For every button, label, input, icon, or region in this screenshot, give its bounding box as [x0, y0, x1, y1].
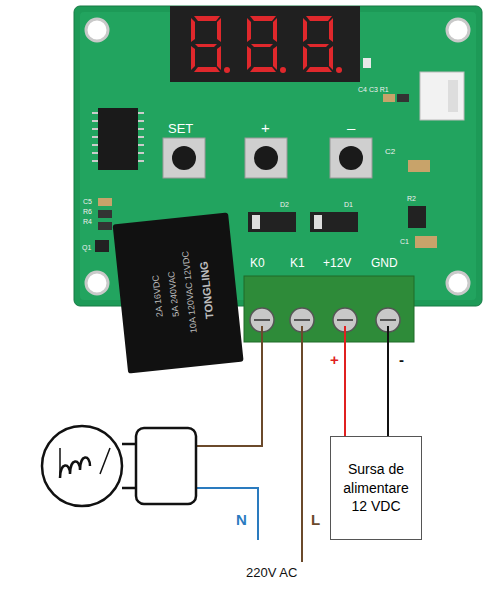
ic-chip — [98, 108, 138, 170]
connector-pins — [448, 80, 458, 112]
display-digits — [191, 16, 342, 73]
terminal-label: K0 — [250, 257, 265, 269]
part-ref: C5 — [83, 198, 92, 205]
ic-pins — [92, 113, 144, 161]
part-ref: Q1 — [82, 244, 91, 251]
wire-label: L — [311, 512, 320, 527]
part-ref: C2 — [385, 148, 395, 156]
terminal-screws — [250, 308, 400, 332]
part-ref: D2 — [280, 201, 289, 208]
terminal-label: K1 — [290, 257, 305, 269]
lamp — [42, 426, 196, 506]
box-text: Sursa de alimentare 12 VDC — [337, 460, 415, 517]
part-ref: R2 — [407, 195, 416, 202]
power-supply-box: Sursa de alimentare 12 VDC — [330, 436, 422, 540]
supply-label: 220V AC — [246, 566, 297, 579]
button-label: SET — [168, 122, 193, 135]
part-ref: C4 C3 R1 — [358, 86, 389, 93]
polarity-mark: - — [399, 352, 404, 367]
part-ref: D1 — [344, 201, 353, 208]
terminal-label: +12V — [323, 257, 351, 269]
part-ref: R6 — [83, 208, 92, 215]
led-display — [170, 6, 360, 82]
button-label: – — [347, 120, 355, 135]
buttons — [163, 138, 372, 178]
sensor-connector — [420, 72, 464, 120]
part-ref: C1 — [400, 238, 409, 245]
polarity-mark: + — [330, 352, 339, 367]
button-label: + — [261, 120, 270, 135]
led — [363, 58, 371, 68]
relay — [113, 212, 244, 373]
wire-label: N — [236, 512, 247, 527]
screw-slots — [254, 319, 396, 321]
terminal-label: GND — [371, 257, 398, 269]
part-ref: R4 — [83, 218, 92, 225]
